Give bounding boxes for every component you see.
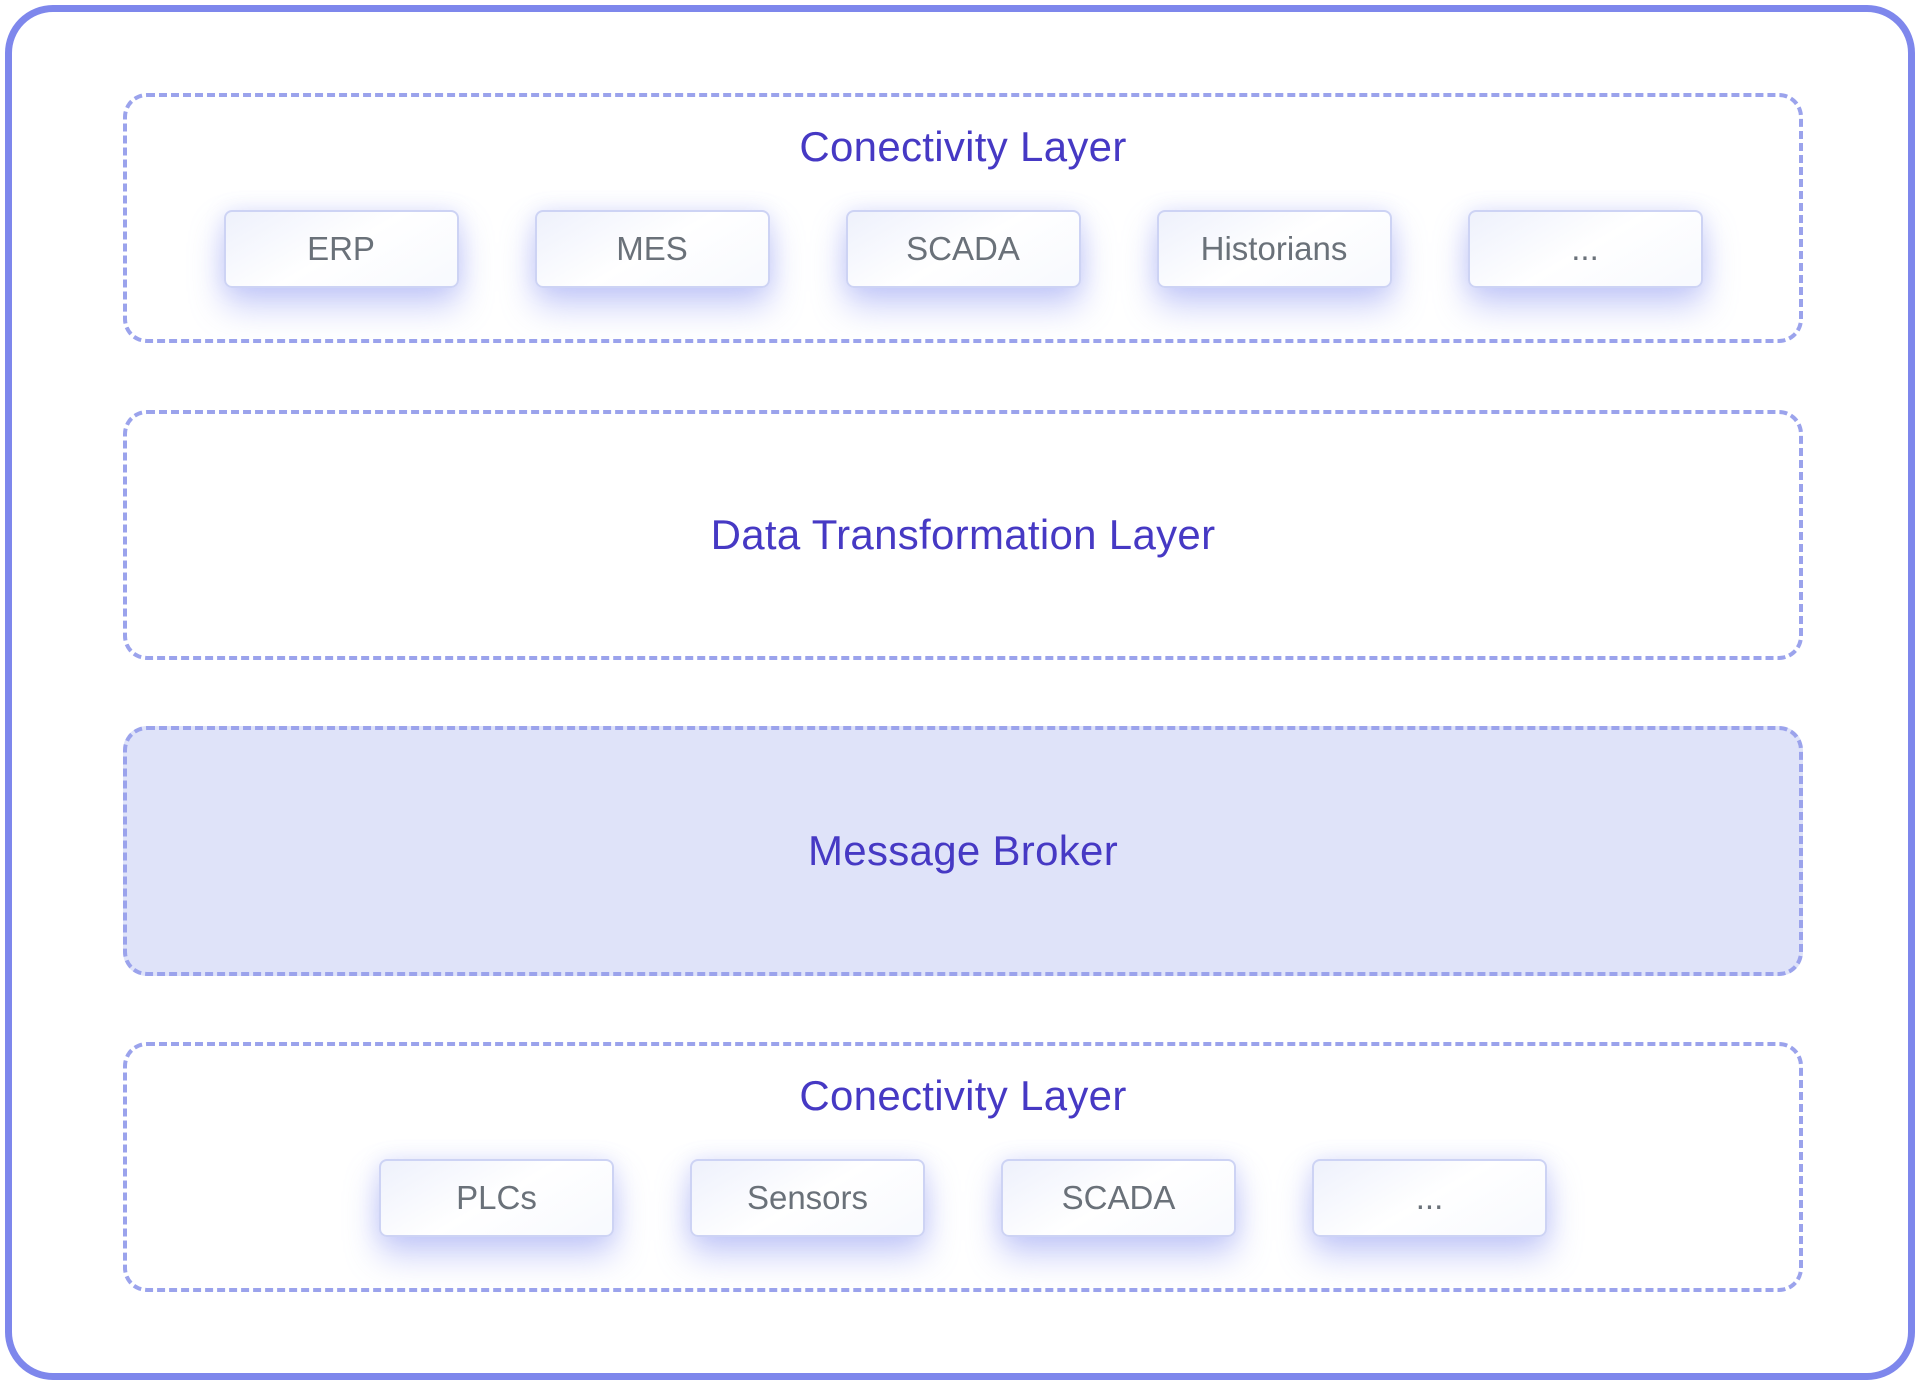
component-box: Historians bbox=[1156, 210, 1392, 288]
message-broker-title: Message Broker bbox=[808, 827, 1118, 874]
component-box: ... bbox=[1467, 210, 1703, 288]
data-transformation-title: Data Transformation Layer bbox=[710, 511, 1216, 558]
component-box: ... bbox=[1312, 1159, 1547, 1237]
connectivity-top-component-row: ERP MES SCADA Historians... bbox=[223, 210, 1703, 288]
component-box: PLCs bbox=[379, 1159, 614, 1237]
component-box: SCADA bbox=[845, 210, 1081, 288]
component-box: MES bbox=[534, 210, 770, 288]
layer-data-transformation: Data Transformation Layer bbox=[123, 410, 1803, 660]
connectivity-bottom-title: Conectivity Layer bbox=[799, 1072, 1127, 1119]
component-box: SCADA bbox=[1001, 1159, 1236, 1237]
connectivity-bottom-component-row: PLCs Sensors SCADA... bbox=[379, 1159, 1547, 1237]
component-box: ERP bbox=[223, 210, 459, 288]
component-box: Sensors bbox=[690, 1159, 925, 1237]
connectivity-top-title: Conectivity Layer bbox=[799, 123, 1127, 170]
layer-message-broker: Message Broker bbox=[123, 726, 1803, 976]
layer-connectivity-top: Conectivity Layer ERP MES SCADA Historians.… bbox=[123, 93, 1803, 343]
layer-connectivity-bottom: Conectivity Layer PLCs Sensors SCADA... bbox=[123, 1042, 1803, 1292]
